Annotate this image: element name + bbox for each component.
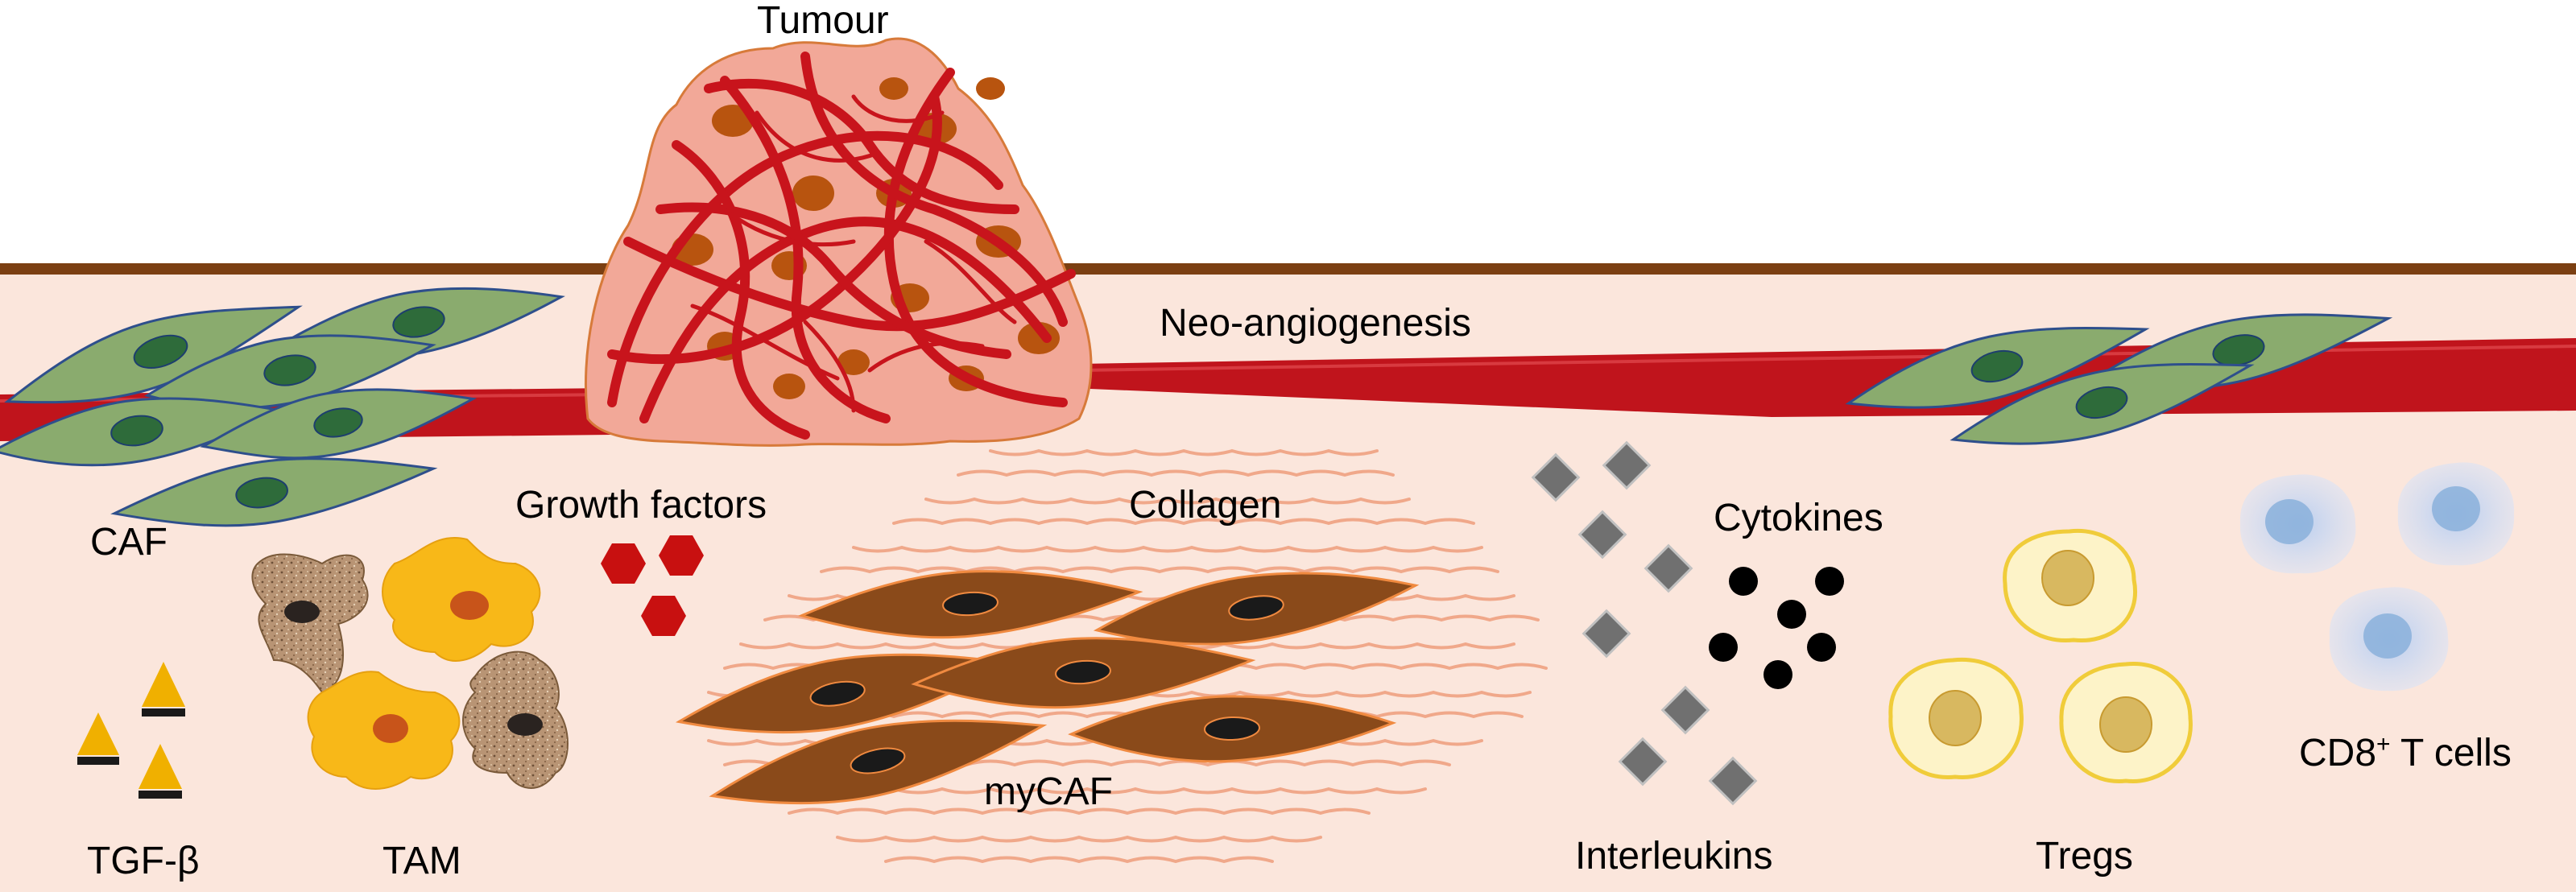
label-neo-angiogenesis: Neo-angiogenesis (1160, 302, 1471, 345)
cd8-t-cell (2329, 587, 2449, 692)
cytokines (1709, 567, 1844, 689)
tam-nucleus (507, 713, 543, 736)
caf-cells-right (1845, 313, 2393, 445)
cytokine (1815, 567, 1844, 596)
collagen-fibre (820, 566, 1499, 574)
tregs (1888, 528, 2193, 783)
growth-factor (659, 535, 704, 576)
label-cd8-prefix: CD8 (2299, 732, 2377, 774)
mycaf-cell (911, 637, 1256, 709)
interleukin (1577, 510, 1627, 560)
tam-cells (251, 537, 569, 790)
collagen-fibre (957, 469, 1395, 477)
cytokine (1807, 633, 1836, 662)
tgf-beta-molecules (77, 662, 185, 799)
mycaf-cell (709, 719, 1048, 805)
basement-membrane (0, 263, 2576, 275)
caf-cells-left (0, 287, 565, 527)
tam-nucleus (373, 714, 408, 743)
label-growth-factors: Growth factors (515, 484, 767, 527)
interleukins (1531, 440, 1758, 806)
tgf-beta-triangle (77, 712, 119, 765)
label-interleukins: Interleukins (1575, 835, 1773, 878)
growth-factor (601, 543, 646, 584)
label-tgf-beta: TGF-β (87, 840, 200, 882)
treg-cell (2003, 528, 2137, 643)
cytokine (1777, 600, 1806, 629)
interleukin (1531, 452, 1581, 502)
label-tam: TAM (382, 840, 461, 882)
tam-nucleus (284, 601, 320, 623)
tam-speckled-cell (251, 553, 369, 694)
cytokine (1709, 633, 1738, 662)
growth-factors (601, 535, 704, 636)
collagen-fibre (788, 807, 1371, 816)
collagen-fibre (924, 497, 1411, 505)
collagen-fibre (852, 545, 1483, 553)
growth-factor (641, 596, 686, 636)
interleukin (1618, 737, 1668, 787)
caf-cell (1845, 326, 2150, 409)
label-collagen: Collagen (1129, 484, 1282, 527)
mycaf-cell (1068, 695, 1397, 763)
mycaf-cell (797, 570, 1143, 639)
label-mycaf: myCAF (984, 770, 1113, 813)
cytokine (1764, 660, 1792, 689)
mycaf-cell (1093, 572, 1420, 646)
interleukin (1582, 609, 1631, 659)
interleukin (1708, 756, 1758, 806)
cytokine (1729, 567, 1758, 596)
collagen-fibre (836, 835, 1322, 843)
cd8-t-cell (2397, 462, 2515, 566)
tgf-beta-triangle (142, 662, 185, 716)
label-cd8-suffix: T cells (2390, 732, 2512, 774)
label-cytokines: Cytokines (1714, 497, 1883, 539)
treg-cell (1888, 657, 2024, 779)
label-cd8-t-cells: CD8+ T cells (2299, 731, 2512, 774)
tumour-vascular-network (607, 52, 1076, 440)
caf-cell (110, 457, 438, 527)
label-caf: CAF (90, 521, 167, 564)
interleukin (1660, 685, 1710, 735)
collagen-fibre (884, 856, 1274, 864)
caf-cell (1950, 362, 2255, 445)
tgf-beta-triangle (139, 744, 182, 799)
tumour-vascular-fine (690, 94, 1017, 413)
label-tregs: Tregs (2036, 835, 2133, 878)
cd8-t-cell (2239, 474, 2356, 574)
label-tumour: Tumour (757, 0, 889, 42)
caf-cell (0, 397, 284, 467)
cd8-t-cells (2239, 462, 2515, 692)
collagen-fibre (892, 518, 1475, 526)
mycaf-cells (675, 570, 1420, 805)
interleukin (1602, 440, 1652, 490)
caf-cell (4, 305, 303, 404)
tumour-mass (584, 37, 1093, 447)
tam-nucleus (450, 591, 489, 620)
interleukin (1644, 543, 1693, 593)
label-cd8-sup: + (2376, 731, 2391, 758)
collagen-fibre (989, 448, 1379, 456)
treg-cell (2059, 661, 2193, 783)
